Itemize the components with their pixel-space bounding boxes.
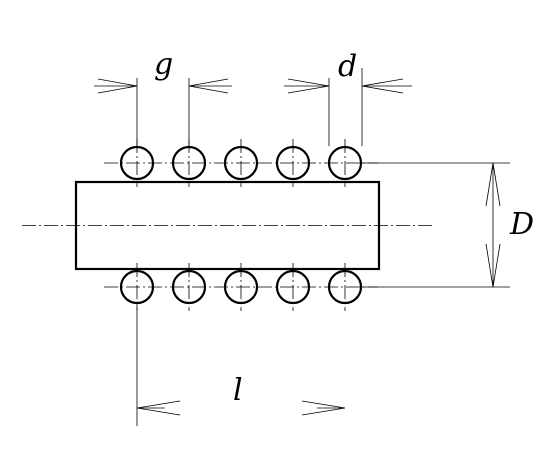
diameter-label: d xyxy=(338,49,357,84)
wire-turn xyxy=(223,263,259,311)
length-label: l xyxy=(233,373,243,408)
outer-diameter-dimension xyxy=(485,162,501,288)
pitch-label: g xyxy=(154,47,173,82)
outer-diameter-label: D xyxy=(509,207,534,242)
wire-turn xyxy=(275,139,311,187)
length-dimension xyxy=(136,400,346,416)
wire-turn xyxy=(171,263,207,311)
wire-turn xyxy=(275,263,311,311)
diameter-dimension xyxy=(284,78,412,94)
pitch-dimension xyxy=(94,78,232,94)
wire-turn xyxy=(119,263,155,311)
wire-turn xyxy=(327,263,363,311)
winding-turns xyxy=(119,139,363,311)
wire-turn xyxy=(327,139,363,187)
wire-turn xyxy=(171,139,207,187)
wire-turn xyxy=(119,139,155,187)
wire-turn xyxy=(223,139,259,187)
